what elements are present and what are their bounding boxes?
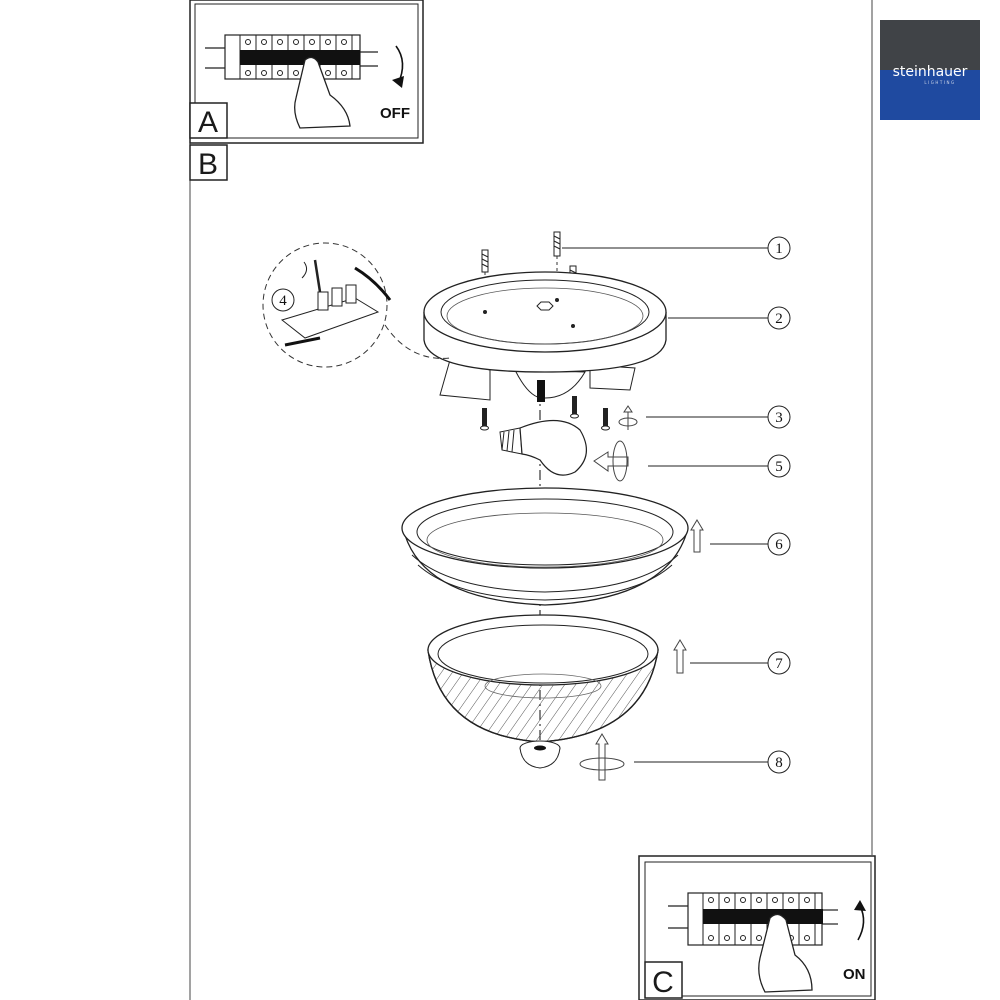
panel-b-label-box	[189, 144, 228, 181]
callout-number: 3	[775, 410, 783, 426]
up-arrow-icon	[690, 519, 704, 553]
callout-2: 2	[668, 306, 791, 330]
screw-icon	[570, 396, 579, 419]
brand-name: steinhauer	[893, 64, 968, 80]
callout-3: 3	[646, 405, 791, 429]
rotate-arrow-icon	[593, 440, 629, 482]
callout-number: 8	[775, 755, 783, 771]
panel-c-on-label: ON	[843, 966, 866, 983]
up-arrow-icon	[673, 639, 687, 674]
decorative-finial-nut	[519, 740, 561, 769]
terminal-block-icon	[668, 892, 838, 946]
hand-icon	[294, 56, 351, 129]
callout-4: 4	[271, 288, 295, 312]
callout-number: 6	[775, 537, 783, 553]
panel-a-label-box	[189, 102, 228, 139]
diffuser-ring	[401, 487, 689, 606]
callout-number: 7	[775, 656, 783, 672]
panel-a: A	[189, 0, 424, 144]
panel-c-label-box	[644, 961, 683, 999]
callout-8: 8	[634, 750, 791, 774]
panel-b-letter: B	[198, 148, 218, 181]
glass-diffuser-bowl	[427, 614, 659, 743]
callout-number: 2	[775, 311, 783, 327]
bulb-icon	[499, 419, 587, 476]
screw-icon	[601, 408, 610, 431]
rotate-arrow-icon	[618, 405, 638, 430]
panel-a-off-label: OFF	[380, 105, 410, 122]
panel-b: B	[189, 144, 228, 181]
panel-c-letter: C	[652, 966, 674, 999]
fixing-screws	[480, 396, 610, 431]
rotate-arrow-icon	[579, 733, 625, 781]
panel-c: C	[638, 855, 876, 1000]
callout-1: 1	[562, 236, 791, 260]
hand-icon	[758, 913, 813, 993]
rotate-arrow-icon	[857, 905, 865, 941]
callout-7: 7	[690, 651, 791, 675]
brand-logo: steinhauer LIGHTING	[880, 20, 980, 120]
screw-icon	[480, 408, 489, 431]
ceiling-base-plate	[423, 271, 667, 402]
wiring-detail-view	[262, 242, 451, 368]
callout-number: 4	[279, 293, 287, 309]
terminal-block-icon	[205, 34, 378, 80]
callout-number: 5	[775, 459, 783, 475]
callout-6: 6	[710, 532, 791, 556]
panel-a-letter: A	[198, 106, 218, 139]
brand-tagline: LIGHTING	[924, 80, 955, 85]
callout-number: 1	[775, 241, 783, 257]
callout-5: 5	[648, 454, 791, 478]
